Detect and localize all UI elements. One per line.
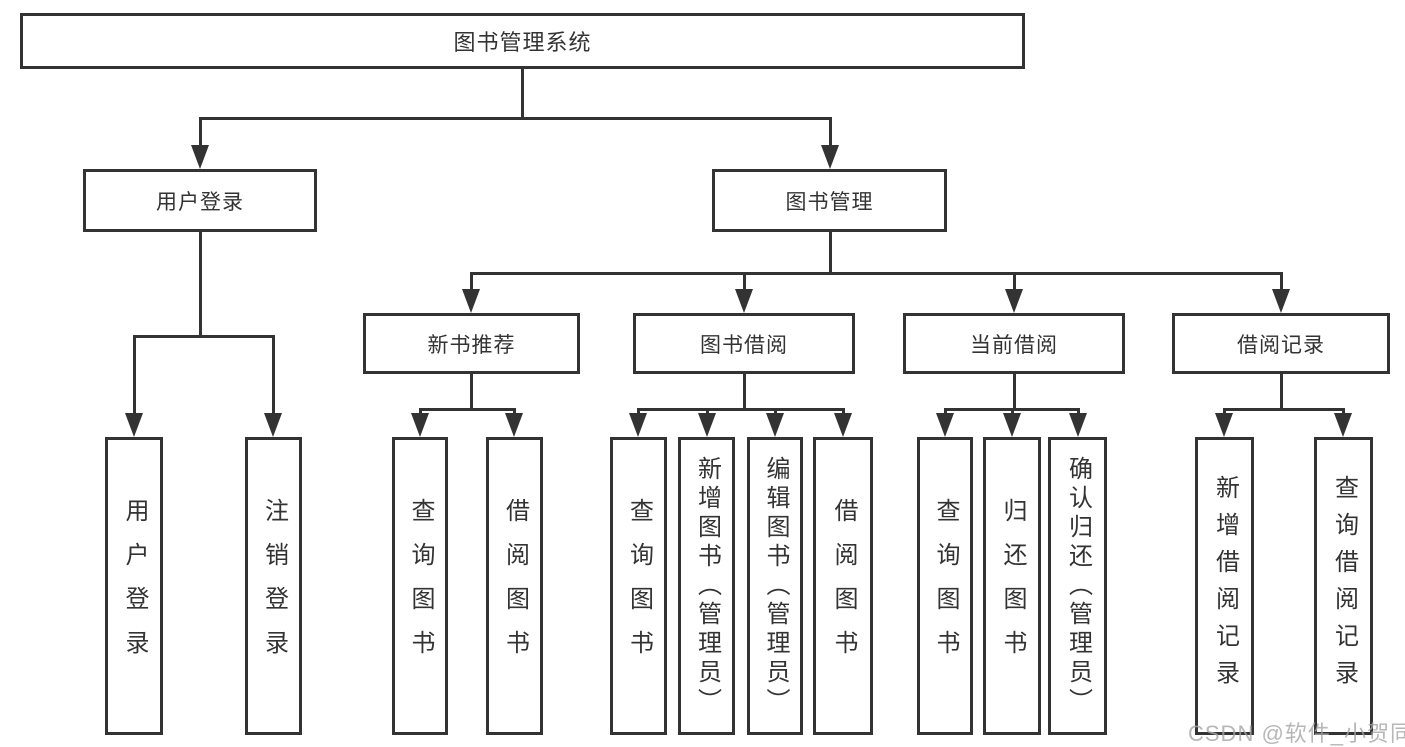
node-book-management: 图书管理 <box>712 169 947 232</box>
node-user-login-label: 用户登录 <box>156 190 244 214</box>
leaf-logout: 注销登录 <box>245 437 302 735</box>
arrow-down-icon <box>698 413 716 437</box>
arrow-down-icon <box>735 289 753 313</box>
leaf-recommend-search-books: 查询图书 <box>392 437 448 735</box>
csdn-watermark: CSDN @软件_小贺同学 <box>1188 721 1405 746</box>
arrow-down-icon <box>629 413 647 437</box>
leaf-return-books-label: 归还图书 <box>999 498 1026 674</box>
edge-vertical <box>133 335 136 418</box>
leaf-borrowing-search-books: 查询图书 <box>610 437 667 735</box>
edge-horizontal <box>133 335 275 338</box>
leaf-recommend-borrow-books: 借阅图书 <box>486 437 543 735</box>
edge-horizontal <box>944 408 1080 411</box>
leaf-borrow-books-label: 借阅图书 <box>830 498 857 674</box>
edge-vertical <box>199 232 202 335</box>
arrow-down-icon <box>766 413 784 437</box>
edge-vertical <box>521 69 524 117</box>
leaf-edit-books-admin: 编辑图书（管理员） <box>747 437 803 735</box>
edge-vertical <box>842 408 845 416</box>
edge-vertical <box>1280 374 1283 408</box>
node-borrowing-records-label: 借阅记录 <box>1237 333 1325 357</box>
leaf-confirm-return-admin: 确认归还（管理员） <box>1048 437 1107 735</box>
edge-vertical <box>470 272 473 293</box>
leaf-add-books-admin-label: 新增图书（管理员） <box>693 455 721 717</box>
edge-vertical <box>743 272 746 293</box>
edge-vertical <box>419 408 422 416</box>
arrow-down-icon <box>411 413 429 437</box>
node-book-borrowing: 图书借阅 <box>633 313 855 374</box>
edge-vertical <box>513 408 516 416</box>
node-current-borrowing-label: 当前借阅 <box>970 333 1058 357</box>
edge-horizontal <box>419 408 516 411</box>
leaf-return-books: 归还图书 <box>983 437 1041 735</box>
arrow-down-icon <box>821 145 839 169</box>
edge-horizontal <box>637 408 845 411</box>
arrow-down-icon <box>264 413 282 437</box>
edge-vertical <box>1013 374 1016 408</box>
edge-vertical <box>1077 408 1080 416</box>
leaf-add-borrow-record: 新增借阅记录 <box>1195 437 1254 735</box>
arrow-down-icon <box>1003 413 1021 437</box>
arrow-down-icon <box>1069 413 1087 437</box>
leaf-search-borrow-record-label: 查询借阅记录 <box>1330 475 1358 697</box>
edge-vertical <box>199 117 202 150</box>
edge-vertical <box>944 408 947 416</box>
node-borrowing-records: 借阅记录 <box>1172 313 1390 374</box>
edge-vertical <box>829 232 832 272</box>
edge-vertical <box>637 408 640 416</box>
arrow-down-icon <box>1272 289 1290 313</box>
arrow-down-icon <box>462 289 480 313</box>
edge-vertical <box>1011 408 1014 416</box>
leaf-confirm-return-admin-label: 确认归还（管理员） <box>1064 455 1092 717</box>
leaf-edit-books-admin-label: 编辑图书（管理员） <box>762 455 789 717</box>
arrow-down-icon <box>936 413 954 437</box>
edge-vertical <box>706 408 709 416</box>
arrow-down-icon <box>1334 413 1352 437</box>
edge-vertical <box>774 408 777 416</box>
leaf-logout-label: 注销登录 <box>260 498 288 674</box>
edge-vertical <box>272 335 275 418</box>
node-new-book-recommendation-label: 新书推荐 <box>427 333 516 357</box>
edge-vertical <box>743 374 746 408</box>
node-book-borrowing-label: 图书借阅 <box>700 333 788 357</box>
node-new-book-recommendation: 新书推荐 <box>363 313 580 374</box>
leaf-recommend-borrow-books-label: 借阅图书 <box>501 498 529 674</box>
node-current-borrowing: 当前借阅 <box>903 313 1125 374</box>
edge-vertical <box>829 117 832 150</box>
edge-horizontal <box>1223 408 1345 411</box>
edge-vertical <box>1280 272 1283 293</box>
leaf-add-borrow-record-label: 新增借阅记录 <box>1211 475 1239 697</box>
edge-vertical <box>1013 272 1016 293</box>
leaf-search-borrow-record: 查询借阅记录 <box>1314 437 1373 735</box>
leaf-user-login: 用户登录 <box>105 437 163 735</box>
edge-vertical <box>470 374 473 408</box>
edge-horizontal <box>470 272 1283 275</box>
arrow-down-icon <box>1005 289 1023 313</box>
arrow-down-icon <box>191 145 209 169</box>
node-library-system-label: 图书管理系统 <box>453 30 592 55</box>
arrow-down-icon <box>1215 413 1233 437</box>
leaf-borrowing-search-books-label: 查询图书 <box>625 498 653 674</box>
edge-vertical <box>1342 408 1345 416</box>
arrow-down-icon <box>834 413 852 437</box>
leaf-recommend-search-books-label: 查询图书 <box>407 498 434 674</box>
leaf-current-search-books-label: 查询图书 <box>932 498 959 674</box>
node-book-management-label: 图书管理 <box>785 190 874 214</box>
leaf-user-login-label: 用户登录 <box>121 498 148 674</box>
arrow-down-icon <box>125 413 143 437</box>
leaf-add-books-admin: 新增图书（管理员） <box>678 437 735 735</box>
leaf-borrow-books: 借阅图书 <box>813 437 873 735</box>
leaf-current-search-books: 查询图书 <box>917 437 973 735</box>
node-user-login: 用户登录 <box>83 169 317 232</box>
edge-vertical <box>1223 408 1226 416</box>
arrow-down-icon <box>505 413 523 437</box>
edge-horizontal <box>199 117 832 120</box>
node-library-system: 图书管理系统 <box>20 13 1025 69</box>
